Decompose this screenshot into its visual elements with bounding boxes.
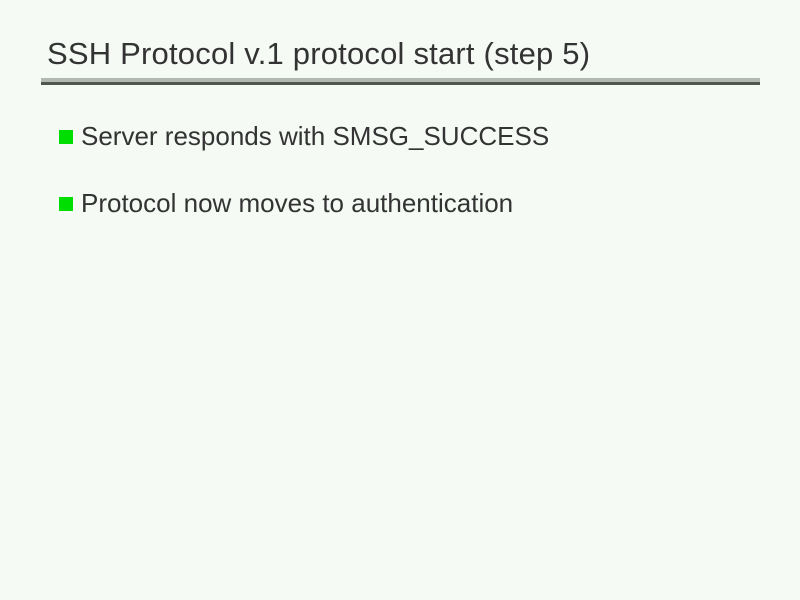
slide-title: SSH Protocol v.1 protocol start (step 5) — [47, 36, 591, 71]
bullet-text: Server responds with SMSG_SUCCESS — [81, 121, 550, 151]
bullet-list: Server responds with SMSG_SUCCESS Protoc… — [59, 120, 549, 254]
title-divider-rule-dark-band — [41, 82, 760, 85]
list-item: Protocol now moves to authentication — [59, 187, 549, 219]
bullet-text: Protocol now moves to authentication — [81, 188, 514, 218]
green-square-bullet-icon — [59, 130, 73, 144]
title-divider-rule — [41, 78, 760, 85]
list-item: Server responds with SMSG_SUCCESS — [59, 120, 549, 152]
title-divider-rule-light-band — [41, 78, 760, 82]
green-square-bullet-icon — [59, 197, 73, 211]
